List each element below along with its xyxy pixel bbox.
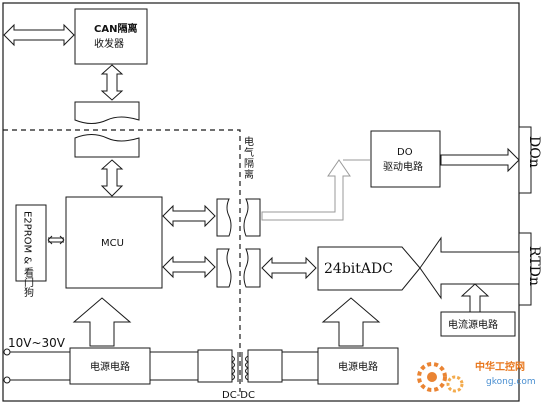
e2prom-box: [15, 204, 47, 282]
can-label-line2: 收发器: [94, 37, 124, 50]
do-driver-box: [370, 130, 441, 188]
mcu-to-do-isolator-arrow: [162, 204, 216, 228]
rtd-port-connector: [518, 232, 532, 306]
power-right-label: 电源电路: [338, 360, 378, 373]
isolation-barrier: [3, 129, 241, 392]
do-label-line2: 驱动电路: [383, 160, 423, 173]
isolator-to-do-arrow: [261, 159, 370, 221]
current-source-arrow: [460, 283, 490, 313]
adc-box: [317, 246, 421, 291]
do-port-label: DOn: [526, 136, 542, 168]
input-terminal-negative: [3, 376, 11, 384]
outer-enclosure: [2, 2, 520, 402]
watermark-logo: [417, 362, 464, 393]
do-port-connector: [518, 126, 532, 194]
mcu-to-adc-isolator-arrow: [162, 255, 216, 279]
can-to-isolator-arrow: [100, 64, 124, 101]
rtd-port-label: RTDn: [526, 246, 542, 286]
e2prom-label: E2PROM & 看门狗: [22, 211, 34, 298]
can-transceiver-box: [74, 8, 148, 65]
power-right-up-arrow: [321, 297, 381, 347]
dcdc-transformer: [197, 349, 283, 383]
current-source-label: 电流源电路: [448, 318, 498, 331]
adc-isolator: [216, 248, 261, 288]
power-right-box: [317, 347, 399, 385]
mcu-label: MCU: [101, 238, 124, 249]
e2prom-mcu-link: [47, 235, 65, 245]
power-left-up-arrow: [72, 297, 132, 347]
power-left-label: 电源电路: [90, 360, 130, 373]
isolation-label: 电气隔离: [242, 135, 254, 180]
can-bus-double-arrow: [3, 23, 75, 47]
can-isolator: [74, 101, 140, 158]
isolator-to-mcu-arrow: [100, 159, 124, 197]
do-isolator: [216, 198, 261, 237]
isolator-to-adc-arrow: [261, 256, 317, 280]
do-label-line1: DO: [397, 147, 413, 158]
watermark-text: 中华工控网: [475, 360, 525, 373]
mcu-box: [65, 196, 163, 289]
do-to-port-arrow: [440, 147, 520, 173]
input-voltage-label: 10V~30V: [8, 336, 66, 350]
can-label-line1: CAN隔离: [94, 22, 137, 35]
watermark-url: gkong.com: [486, 377, 536, 387]
current-source-box: [440, 311, 516, 337]
adc-label: 24bitADC: [324, 261, 393, 277]
power-left-box: [69, 347, 151, 385]
dcdc-label: DC-DC: [222, 390, 255, 401]
